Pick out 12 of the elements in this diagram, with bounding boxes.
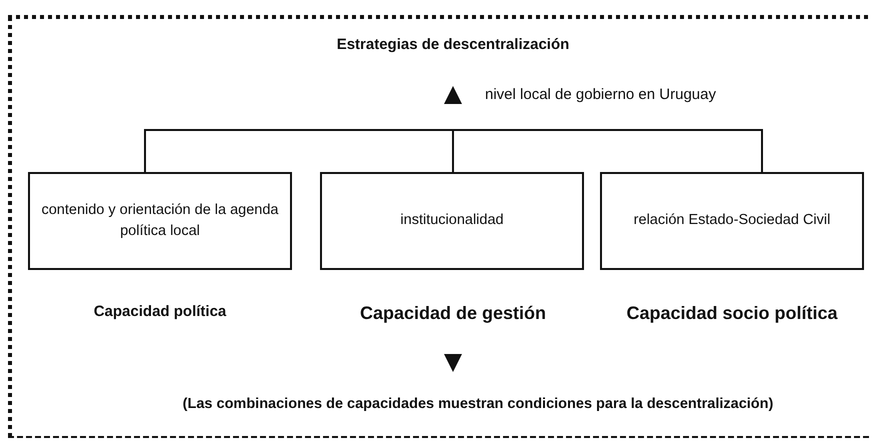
footnote-text: (Las combinaciones de capacidades muestran condiciones para la descentralización): [182, 396, 774, 412]
capacity-caption: Capacidad política: [92, 303, 228, 320]
capacity-caption: Capacidad socio política: [625, 303, 839, 324]
box-text: contenido y orientación de la agenda política local: [40, 200, 280, 241]
box-text: institucionalidad: [400, 211, 504, 230]
box-text: relación Estado-Sociedad Civil: [634, 211, 830, 230]
heading: Estrategias de descentralización: [336, 36, 570, 53]
annotation-text: nivel local de gobierno en Uruguay: [485, 86, 716, 103]
capacity-caption: Capacidad de gestión: [358, 303, 548, 324]
text-box: [600, 172, 864, 270]
text-box: [28, 172, 292, 270]
text-box: [320, 172, 584, 270]
